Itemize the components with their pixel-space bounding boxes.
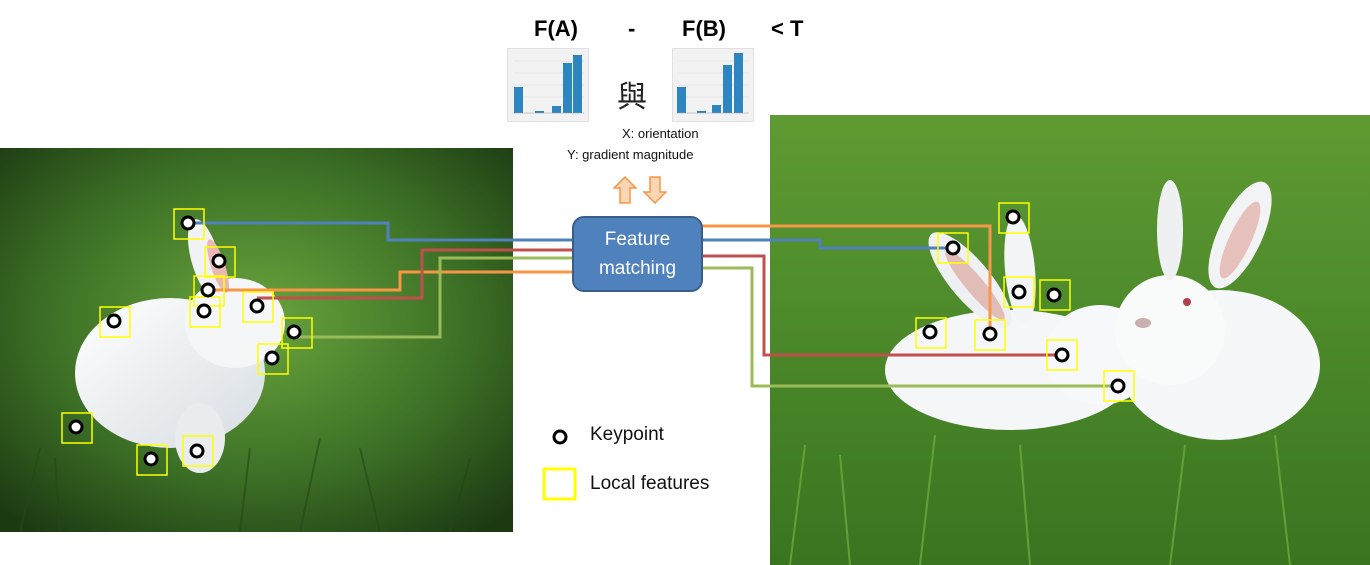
- orange-match-line-right: [702, 224, 992, 334]
- feature-box: [915, 317, 947, 349]
- keypoint: [180, 215, 196, 231]
- green-match-line: [294, 256, 574, 339]
- keypoint: [106, 313, 122, 329]
- feature-box: [189, 296, 221, 328]
- feature-matching-box: Feature matching: [572, 216, 703, 292]
- keypoint: [1046, 287, 1062, 303]
- up-arrow-icon: [613, 176, 637, 204]
- keypoint: [982, 326, 998, 342]
- formula-fa: F(A): [534, 16, 578, 41]
- feature-box: [281, 317, 313, 349]
- feature-matching-line1: Feature: [604, 229, 671, 250]
- formula-less-than-t: < T: [771, 16, 804, 41]
- feature-box: [1003, 276, 1035, 308]
- keypoint: [189, 443, 205, 459]
- feature-box: [136, 444, 168, 476]
- histogram-a: [507, 48, 589, 122]
- keypoint: [1054, 347, 1070, 363]
- feature-box: [173, 208, 205, 240]
- keypoint: [286, 324, 302, 340]
- histogram-b: [672, 48, 754, 122]
- feature-box: [1039, 279, 1071, 311]
- green-match-line-right: [702, 266, 1118, 388]
- feature-box: [182, 435, 214, 467]
- feature-matching-line2: matching: [598, 258, 677, 279]
- keypoint: [143, 451, 159, 467]
- keypoint: [200, 282, 216, 298]
- feature-box: [937, 232, 969, 264]
- legend-local-features-label: Local features: [590, 473, 710, 494]
- keypoint: [68, 419, 84, 435]
- connector-character: 與: [617, 80, 647, 115]
- keypoint: [945, 240, 961, 256]
- feature-box: [242, 291, 274, 323]
- feature-box: [61, 412, 93, 444]
- blue-match-line: [188, 221, 574, 242]
- legend-keypoint-label: Keypoint: [590, 424, 664, 445]
- keypoint: [1011, 284, 1027, 300]
- feature-box: [974, 319, 1006, 351]
- keypoint: [264, 350, 280, 366]
- formula-minus: -: [628, 16, 636, 41]
- legend-keypoint-symbol: [552, 429, 568, 445]
- red-match-line-right: [702, 254, 1062, 357]
- down-arrow-icon: [643, 176, 667, 204]
- keypoint: [211, 253, 227, 269]
- feature-box: [1046, 339, 1078, 371]
- feature-box: [998, 202, 1030, 234]
- red-match-line: [257, 248, 574, 300]
- formula-fb: F(B): [682, 16, 726, 41]
- orange-match-line: [208, 270, 574, 292]
- keypoint: [249, 298, 265, 314]
- y-axis-note: Y: gradient magnitude: [567, 147, 694, 162]
- feature-box: [99, 306, 131, 338]
- legend-feature-box-symbol: [542, 467, 577, 501]
- blue-match-line-right: [702, 238, 953, 250]
- keypoint: [1005, 209, 1021, 225]
- feature-box: [257, 343, 289, 375]
- feature-box: [204, 246, 236, 278]
- feature-box: [1103, 370, 1135, 402]
- keypoint: [196, 303, 212, 319]
- x-axis-note: X: orientation: [622, 126, 699, 141]
- keypoint: [922, 324, 938, 340]
- keypoint: [1110, 378, 1126, 394]
